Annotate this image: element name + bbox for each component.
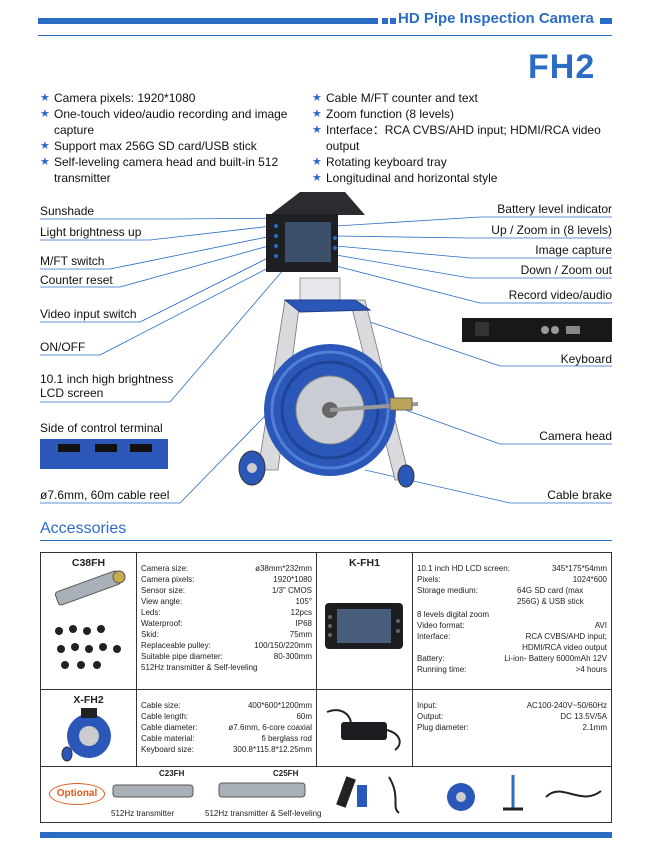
features-right: ★Cable M/FT counter and text ★Zoom funct… bbox=[312, 90, 632, 186]
power-adapter-image bbox=[326, 709, 401, 751]
accessories-table: C38FH Camera size:ø38mm*232mm Camera pix… bbox=[40, 552, 612, 823]
footer-bar bbox=[40, 832, 612, 838]
label-lcd-screen: 10.1 inch high brightness LCD screen bbox=[40, 372, 174, 400]
feature-item: ★Camera pixels: 1920*1080 bbox=[40, 91, 196, 105]
monitor-image bbox=[325, 603, 403, 649]
label-up-zoom-in: Up / Zoom in (8 levels) bbox=[491, 223, 612, 237]
header-bar-left bbox=[38, 18, 378, 24]
reel-image bbox=[61, 708, 111, 762]
label-side-terminal: Side of control terminal bbox=[40, 421, 163, 435]
label-video-input-switch: Video input switch bbox=[40, 307, 137, 321]
label-record-video: Record video/audio bbox=[508, 288, 612, 302]
page-header: HD Pipe Inspection Camera bbox=[0, 8, 650, 36]
optional-badge: Optional bbox=[49, 783, 105, 805]
features-left: ★Camera pixels: 1920*1080 ★One-touch vid… bbox=[40, 90, 290, 186]
label-sunshade: Sunshade bbox=[40, 204, 95, 218]
feature-item: ★Self-leveling camera head and built-in … bbox=[40, 155, 279, 185]
c25fh-caption: 512Hz transmitter & Self-leveling bbox=[205, 809, 322, 818]
label-mft-switch: M/FT switch bbox=[40, 254, 105, 268]
c38fh-cell: C38FH bbox=[40, 552, 137, 690]
accessories-title: Accessories bbox=[40, 520, 127, 537]
label-down-zoom-out: Down / Zoom out bbox=[520, 263, 612, 277]
label-keyboard: Keyboard bbox=[560, 352, 612, 366]
feature-item: ★Rotating keyboard tray bbox=[312, 155, 447, 169]
c23fh-name: C23FH bbox=[159, 769, 185, 778]
xfh2-cell: X-FH2 bbox=[40, 689, 137, 767]
feature-item: ★Cable M/FT counter and text bbox=[312, 91, 478, 105]
optional-accessories-image bbox=[112, 775, 602, 814]
kfh1-cell: K-FH1 bbox=[316, 552, 413, 690]
label-light-brightness-up: Light brightness up bbox=[40, 225, 142, 239]
label-cable-reel: ø7.6mm, 60m cable reel bbox=[40, 488, 170, 502]
c38fh-specs: Camera size:ø38mm*232mm Camera pixels:19… bbox=[136, 552, 317, 690]
power-specs: Input:AC100-240V~50/60Hz Output:DC 13.5V… bbox=[412, 689, 612, 767]
product-illustration bbox=[40, 192, 612, 504]
c25fh-name: C25FH bbox=[273, 769, 299, 778]
c23fh-caption: 512Hz transmitter bbox=[111, 809, 175, 818]
camera-head-image bbox=[54, 570, 126, 669]
feature-item: ★Interface：RCA CVBS/AHD input; HDMI/RCA … bbox=[312, 123, 601, 153]
model-name: FH2 bbox=[528, 48, 596, 86]
feature-item: ★Support max 256G SD card/USB stick bbox=[40, 139, 257, 153]
label-image-capture: Image capture bbox=[535, 243, 612, 257]
power-adapter-cell bbox=[316, 689, 413, 767]
optional-row: Optional C23FH 512Hz transmitter C25FH 5… bbox=[40, 766, 612, 823]
page-title: HD Pipe Inspection Camera bbox=[398, 10, 594, 27]
feature-item: ★Longitudinal and horizontal style bbox=[312, 171, 498, 185]
feature-item: ★Zoom function (8 levels) bbox=[312, 107, 455, 121]
label-cable-brake: Cable brake bbox=[547, 488, 612, 502]
label-counter-reset: Counter reset bbox=[40, 273, 113, 287]
label-camera-head: Camera head bbox=[539, 429, 612, 443]
label-on-off: ON/OFF bbox=[40, 340, 86, 354]
kfh1-specs: 10.1 inch HD LCD screen:345*175*54mm Pix… bbox=[412, 552, 612, 690]
label-battery-indicator: Battery level indicator bbox=[497, 202, 612, 216]
xfh2-specs: Cable size:400*600*1200mm Cable length:6… bbox=[136, 689, 317, 767]
feature-item: ★One-touch video/audio recording and ima… bbox=[40, 107, 288, 137]
